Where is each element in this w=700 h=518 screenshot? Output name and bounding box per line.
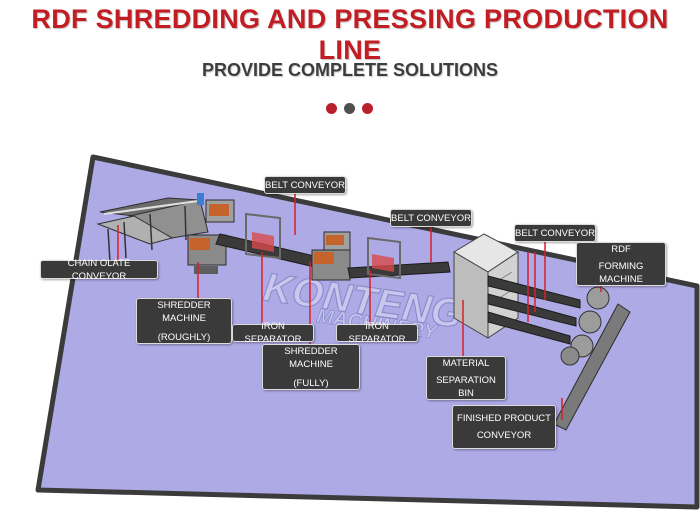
callout-text: FINISHED PRODUCT xyxy=(457,413,551,424)
shredder-machine-fully xyxy=(311,231,351,281)
chain-plate-conveyor xyxy=(96,193,209,263)
callout-text: IRON SEPARATOR xyxy=(244,321,302,345)
callout-text: BELT CONVEYOR xyxy=(391,212,471,224)
callout-chain-plate-conveyor: CHAIN OLATE CONVEYOR xyxy=(40,258,158,282)
callout-rdf-forming-machine: RDF FORMING MACHINE xyxy=(576,242,666,286)
callout-finished-product-conveyor: FINISHED PRODUCT CONVEYOR xyxy=(452,405,556,449)
callout-shredder-fully: SHREDDER MACHINE (FULLY) xyxy=(262,344,360,390)
callout-belt-conveyor-3: BELT CONVEYOR xyxy=(514,224,596,242)
callout-text: FORMING MACHINE xyxy=(598,260,644,285)
callout-belt-conveyor-2: BELT CONVEYOR xyxy=(390,209,472,227)
callout-text: SHREDDER MACHINE xyxy=(157,299,211,324)
iron-separator-2 xyxy=(367,236,401,280)
callout-shredder-rough: SHREDDER MACHINE (ROUGHLY) xyxy=(136,298,232,344)
rdf-forming-machines xyxy=(560,286,610,366)
callout-text: RDF xyxy=(611,243,631,255)
callout-text: BELT CONVEYOR xyxy=(265,179,345,191)
dot-icon xyxy=(344,103,355,114)
finished-product-conveyor-shape xyxy=(553,303,631,431)
callout-text: CHAIN OLATE CONVEYOR xyxy=(67,257,131,282)
output-belt-conveyors xyxy=(487,275,581,345)
page-subtitle: PROVIDE COMPLETE SOLUTIONS xyxy=(201,60,499,80)
callout-text: CONVEYOR xyxy=(476,430,532,441)
leader-lines xyxy=(117,192,602,420)
dot-icon xyxy=(362,103,373,114)
callout-text: SEPARATION BIN xyxy=(436,374,496,399)
callout-iron-separator-2: IRON SEPARATOR xyxy=(336,321,418,345)
callout-text: (FULLY) xyxy=(293,377,329,389)
callout-text: MATERIAL xyxy=(442,357,490,369)
decorative-dots xyxy=(326,103,376,115)
callout-text: SHREDDER MACHINE xyxy=(284,345,338,370)
callout-text: (ROUGHLY) xyxy=(157,331,211,343)
callout-text: BELT CONVEYOR xyxy=(515,227,595,239)
dot-icon xyxy=(326,103,337,114)
callout-iron-separator-1: IRON SEPARATOR xyxy=(232,321,314,345)
callout-belt-conveyor-1: BELT CONVEYOR xyxy=(264,176,346,194)
iron-separator-1 xyxy=(245,212,281,260)
callout-material-separation-bin: MATERIAL SEPARATION BIN xyxy=(426,356,506,400)
callout-text: IRON SEPARATOR xyxy=(348,321,406,345)
page-title: RDF SHREDDING AND PRESSING PRODUCTION LI… xyxy=(31,4,669,65)
